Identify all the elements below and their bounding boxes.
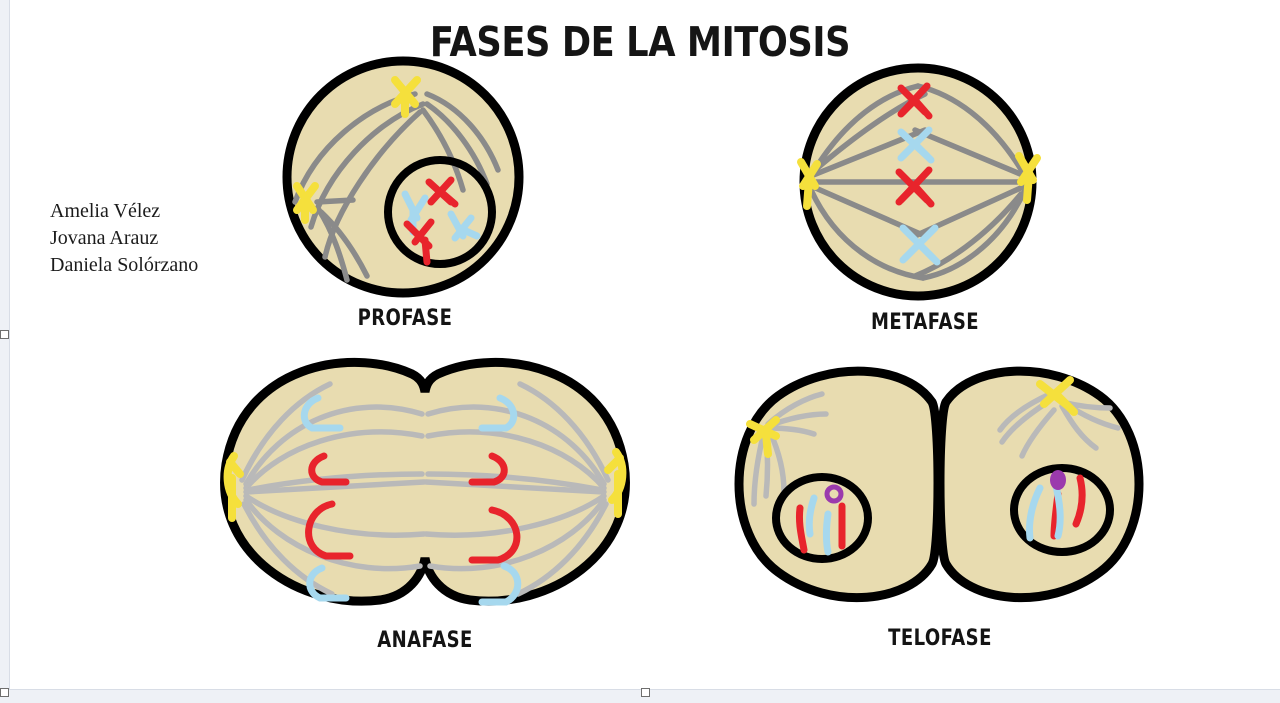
- phase-figure-anafase: ANAFASE: [200, 352, 650, 653]
- spindle-fibers: [292, 91, 501, 283]
- phase-label-anafase: ANAFASE: [377, 628, 473, 653]
- nucleolus-left: [824, 484, 844, 504]
- telofase-diagram: [734, 366, 1144, 603]
- centrosome-left: [293, 182, 319, 224]
- phase-figure-profase: PROFASE: [255, 52, 555, 331]
- canvas-left-border: [9, 0, 10, 690]
- chromosomes-right-nucleus: [1026, 470, 1086, 542]
- selection-handle-bottom[interactable]: [641, 688, 650, 697]
- chromosome-blue-r1: [1026, 484, 1044, 542]
- nuclear-envelope-left: [772, 473, 872, 563]
- phase-figure-metafase: METAFASE: [775, 60, 1075, 335]
- chromatid-blue-right-bottom: [478, 562, 522, 606]
- profase-diagram: [282, 56, 524, 298]
- chromatid-red-left-upper: [308, 452, 350, 486]
- centrosome-right: [1036, 376, 1078, 416]
- chromosome-red-l1: [796, 504, 808, 554]
- chromatid-blue-left-top: [300, 394, 344, 432]
- centrosome-right: [604, 448, 627, 518]
- chromosome-red-r2: [1072, 474, 1086, 528]
- nucleolus-right: [1050, 470, 1066, 490]
- chromosome-red-middle: [895, 166, 935, 208]
- phase-label-telofase: TELOFASE: [888, 626, 992, 651]
- chromatid-blue-right-top: [478, 394, 518, 432]
- metafase-diagram: [797, 63, 1041, 301]
- author-name-1: Amelia Vélez: [50, 200, 161, 222]
- chromatid-red-right-upper: [468, 452, 508, 486]
- chromosome-red-top: [897, 82, 933, 120]
- canvas-bottom-border: [0, 689, 1280, 690]
- chromosomes-in-nucleus: [401, 176, 481, 266]
- selection-handle-left[interactable]: [0, 330, 9, 339]
- selection-handle-bottom-left[interactable]: [0, 688, 9, 697]
- anafase-diagram: [220, 358, 630, 606]
- nuclear-envelope-right: [1010, 464, 1114, 556]
- chromatid-blue-left-bottom: [306, 564, 350, 602]
- nuclear-envelope: [384, 156, 496, 268]
- page-title: FASES DE LA MITOSIS: [429, 18, 851, 66]
- spindle-fibers-right: [423, 381, 611, 597]
- author-name-2: Jovana Arauz: [50, 227, 159, 249]
- author-list: Amelia Vélez Jovana Arauz Daniela Solórz…: [50, 198, 198, 279]
- chromosome-red-1: [425, 176, 459, 208]
- centrosome-right: [1015, 152, 1041, 204]
- chromosome-blue-r2: [1052, 482, 1064, 540]
- canvas-left-margin: [0, 0, 9, 690]
- centrosome-left: [746, 416, 780, 458]
- centrosome-left: [223, 452, 244, 522]
- canvas-bottom-margin: [0, 690, 1280, 703]
- chromosome-blue-2: [447, 210, 481, 242]
- chromatid-red-left-lower: [305, 500, 354, 560]
- chromatids-left: [300, 394, 354, 602]
- chromosome-blue-upper: [897, 126, 935, 164]
- phase-label-metafase: METAFASE: [871, 310, 979, 335]
- chromosome-blue-l2: [823, 510, 832, 556]
- chromatid-red-right-lower: [468, 506, 521, 564]
- phase-label-profase: PROFASE: [357, 306, 453, 331]
- chromatids-right: [468, 394, 522, 606]
- centrosome-top: [391, 76, 421, 118]
- author-name-3: Daniela Solórzano: [50, 254, 199, 276]
- chromosome-blue-l1: [805, 494, 818, 538]
- chromosome-red-2: [403, 218, 435, 266]
- centrosome-left: [797, 158, 821, 210]
- spindle-fibers-left: [239, 381, 427, 597]
- chromosome-blue-bottom: [899, 224, 941, 266]
- chromosomes-left-nucleus: [796, 484, 846, 556]
- phase-figure-telofase: TELOFASE: [710, 358, 1170, 651]
